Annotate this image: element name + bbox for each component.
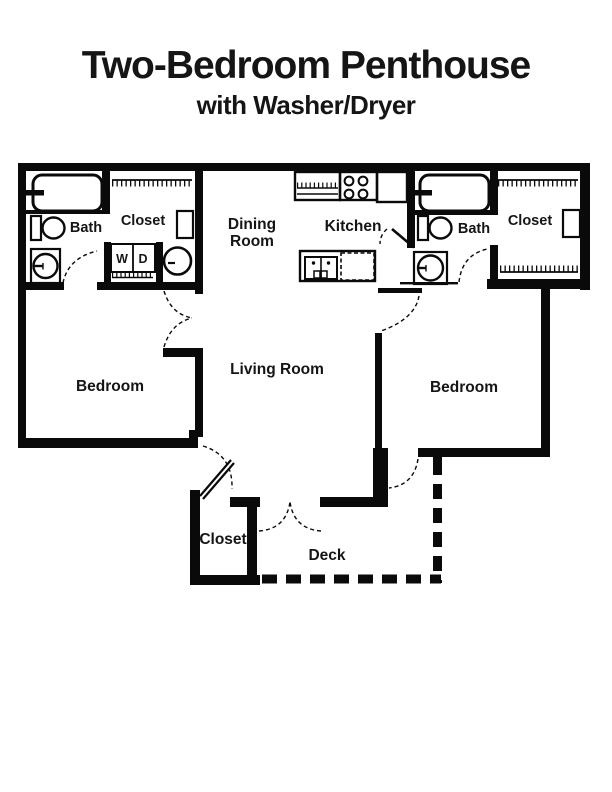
- bedroom-left-door-arc-bottom: [163, 317, 193, 348]
- wall-living-south: [320, 497, 388, 507]
- deck-railing: [262, 460, 442, 584]
- dryer-label: D: [138, 252, 147, 266]
- entry-door-arc: [202, 445, 233, 490]
- bedroom-left-label: Bedroom: [76, 378, 144, 395]
- walls-layer: [18, 163, 590, 585]
- tub-faucet-right-icon: [413, 190, 432, 196]
- stove-burner-3: [343, 188, 355, 200]
- wall-closetbottom-north: [230, 497, 260, 507]
- bedroom-left-door-arc-top: [163, 290, 193, 319]
- wall-leftsection-divider: [195, 171, 203, 294]
- kitchen-door-leaf: [391, 228, 415, 249]
- kitchen-sink-drain-2: [326, 261, 331, 265]
- wall-bedroomleft-south: [18, 438, 197, 448]
- closet-top-left-label: Closet: [121, 213, 165, 229]
- wall-entry-cap: [189, 430, 198, 448]
- kitchen-sink-faucet-2: [320, 270, 328, 279]
- bedroom-right-door-arc: [380, 295, 420, 332]
- wall-bedroomright-west: [375, 333, 382, 448]
- wall-bathleft-south-b: [97, 282, 195, 290]
- wall-outer-left: [18, 163, 26, 448]
- stove-burner-1: [343, 175, 355, 187]
- wall-closetbottom-east: [247, 507, 257, 585]
- sink-counter-right-icon: [412, 250, 449, 286]
- doors-layer: [62, 228, 488, 532]
- kitchen-island-icon: [298, 249, 377, 283]
- refrigerator-icon: [340, 252, 375, 281]
- wall-closetbottom-south: [190, 575, 260, 585]
- kitchen-label: Kitchen: [325, 218, 382, 235]
- wall-closetbottom-west: [190, 490, 200, 585]
- fixtures-layer: [26, 170, 582, 286]
- bath-left-label: Bath: [70, 220, 102, 236]
- wall-kitchen-bath-divider: [407, 171, 415, 248]
- closet-top-right-label: Closet: [508, 213, 552, 229]
- closet-bottom-label: Closet: [199, 531, 246, 548]
- washer-label: W: [116, 252, 128, 266]
- entry-door-leaf-a: [199, 459, 232, 497]
- tub-faucet-left-icon: [26, 190, 44, 196]
- wall-bedroomleft-return: [163, 348, 195, 357]
- bath-right-door-arc: [458, 248, 488, 283]
- wall-bathright-closet-a: [490, 171, 498, 215]
- water-heater-icon: [162, 246, 193, 276]
- wall-outer-right: [580, 163, 590, 290]
- deck-label: Deck: [308, 547, 345, 564]
- kitchen-counter-right-icon: [375, 170, 409, 204]
- closet-shelf-left-icon: [175, 209, 195, 240]
- bath-left-door-arc: [62, 250, 98, 284]
- wall-bathleft-south-a: [18, 282, 64, 290]
- toilet-left-icon: [41, 216, 66, 240]
- bedroom-right-label: Bedroom: [430, 379, 498, 396]
- door-threshold-bar: [378, 288, 422, 293]
- wall-bedroomright-south: [418, 448, 550, 457]
- deck-french-door-arc-right: [289, 501, 322, 532]
- kitchen-door-arc: [379, 228, 388, 245]
- wall-bedroomright-east: [541, 289, 550, 457]
- wall-living-se-jog: [373, 448, 388, 497]
- bath-right-label: Bath: [458, 221, 490, 237]
- closet-shelf-right-icon: [561, 208, 582, 239]
- wall-tubleft-side: [102, 171, 110, 214]
- wall-outer-top: [18, 163, 590, 171]
- sink-left-icon: [32, 252, 59, 280]
- stove-burner-4: [357, 188, 369, 200]
- living-room-label: Living Room: [230, 361, 324, 378]
- toilet-right-icon: [428, 216, 453, 240]
- wall-wd-stub-right: [156, 242, 163, 282]
- stove-burner-2: [357, 175, 369, 187]
- wall-bedroomleft-east: [195, 348, 203, 437]
- bedroom-deck-door-arc: [388, 458, 419, 489]
- wall-bathright-closet-b: [490, 245, 498, 288]
- page-title: Two-Bedroom Penthouse: [81, 44, 531, 87]
- sink-counter-left-icon: [29, 247, 62, 285]
- toilet-tank-left-icon: [29, 214, 43, 242]
- wall-wd-stub-left: [104, 242, 111, 282]
- page-subtitle: with Washer/Dryer: [196, 90, 416, 120]
- kitchen-sink-faucet-1: [313, 270, 321, 279]
- kitchen-sink-drain-1: [311, 261, 316, 265]
- wall-closetright-south: [487, 279, 590, 289]
- toilet-tank-right-icon: [416, 214, 430, 242]
- entry-door-leaf-b: [202, 462, 235, 500]
- deck-french-door-arc-left: [258, 501, 291, 532]
- door-arcs: [62, 228, 488, 532]
